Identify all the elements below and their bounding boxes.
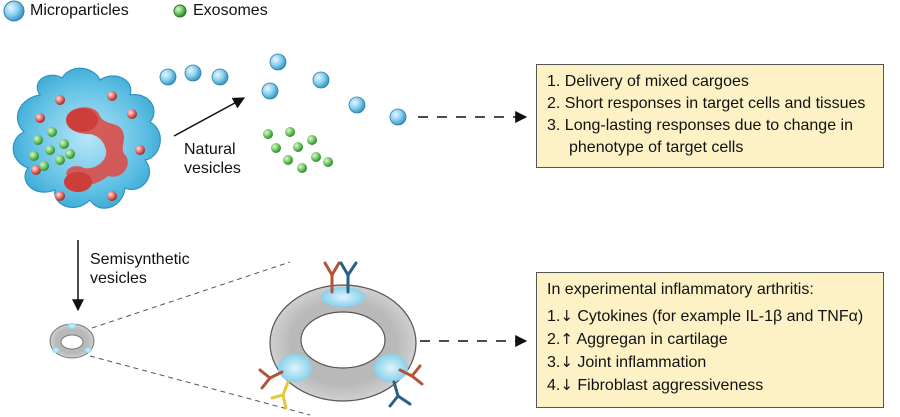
natural-vesicles-arrow bbox=[173, 97, 246, 137]
item-text: Delivery of mixed cargoes bbox=[564, 73, 749, 90]
receptor-top-blue bbox=[339, 261, 358, 294]
receptor-top-red bbox=[323, 261, 341, 294]
source-cell bbox=[12, 67, 161, 209]
down-arrow-icon: ↓ bbox=[560, 307, 573, 325]
item-number: 3. bbox=[547, 354, 561, 371]
arthritis-outcome-item: 1.↓ Cytokines (for example IL-1β and TNF… bbox=[547, 305, 873, 328]
arthritis-outcome-item: 2.↑ Aggregan in cartilage bbox=[547, 328, 873, 351]
legend-microparticle-icon bbox=[3, 0, 25, 22]
item-text: Long-lasting responses due to change in bbox=[564, 117, 853, 134]
microparticle-stream bbox=[159, 53, 407, 126]
legend-microparticles-label: Microparticles bbox=[30, 2, 129, 19]
up-arrow-icon: ↑ bbox=[560, 330, 573, 348]
natural-outcome-item: 3. Long-lasting responses due to change … bbox=[547, 115, 873, 137]
receptor-right-red bbox=[398, 364, 424, 386]
natural-outcome-item: 1. Delivery of mixed cargoes bbox=[547, 71, 873, 93]
receptor-left-red bbox=[258, 368, 284, 390]
natural-vesicles-label: Natural vesicles bbox=[184, 140, 241, 178]
natural-vesicles-line1: Natural bbox=[184, 141, 236, 158]
receptor-right-blue bbox=[388, 380, 412, 408]
item-number: 4. bbox=[547, 377, 561, 394]
natural-outcomes-box: 1. Delivery of mixed cargoes 2. Short re… bbox=[536, 64, 884, 168]
arthritis-outcomes-box: In experimental inflammatory arthritis: … bbox=[536, 272, 884, 408]
receptor-left-yellow bbox=[270, 380, 290, 410]
legend-exosome-icon bbox=[173, 4, 187, 18]
item-number: 1. bbox=[547, 308, 561, 325]
large-semisynthetic-vesicle bbox=[269, 284, 417, 402]
down-arrow-icon: ↓ bbox=[560, 353, 573, 371]
natural-vesicles-line2: vesicles bbox=[184, 160, 241, 177]
item-number: 2. bbox=[547, 331, 561, 348]
item-number: 3. bbox=[547, 117, 561, 134]
natural-outcome-item: 2. Short responses in target cells and t… bbox=[547, 93, 873, 115]
item-text: Short responses in target cells and tiss… bbox=[564, 95, 866, 112]
item-number: 1. bbox=[547, 73, 561, 90]
zoom-line-top bbox=[91, 261, 291, 329]
arthritis-outcome-item: 3.↓ Joint inflammation bbox=[547, 351, 873, 374]
semisynthetic-vesicles-line1: Semisynthetic bbox=[90, 251, 190, 268]
semisynthetic-vesicles-line2: vesicles bbox=[90, 270, 147, 287]
zoom-line-bottom bbox=[89, 355, 311, 416]
legend-exosomes-label: Exosomes bbox=[193, 2, 268, 19]
exosome-cluster bbox=[263, 127, 333, 173]
natural-outcome-item-continuation: phenotype of target cells bbox=[569, 139, 744, 156]
item-number: 2. bbox=[547, 95, 561, 112]
item-text: Cytokines (for example IL-1β and TNFα) bbox=[577, 308, 864, 325]
arthritis-outcome-item: 4.↓ Fibroblast aggressiveness bbox=[547, 374, 873, 397]
down-arrow-icon: ↓ bbox=[560, 376, 573, 394]
item-text: Joint inflammation bbox=[577, 354, 707, 371]
item-text: Aggregan in cartilage bbox=[576, 331, 728, 348]
semisynthetic-vesicles-label: Semisynthetic vesicles bbox=[90, 250, 190, 288]
item-text: Fibroblast aggressiveness bbox=[577, 377, 764, 394]
arthritis-box-heading: In experimental inflammatory arthritis: bbox=[547, 281, 814, 298]
small-semisynthetic-vesicle bbox=[49, 323, 95, 359]
